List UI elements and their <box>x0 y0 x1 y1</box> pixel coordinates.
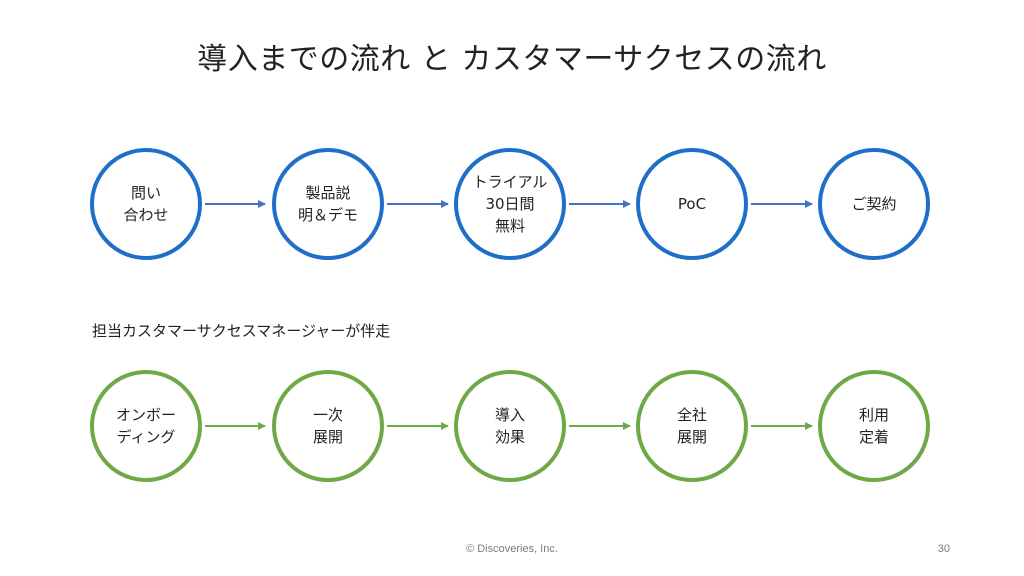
copyright-footer: © Discoveries, Inc. <box>466 543 558 555</box>
step-impact-label: 導入 効果 <box>494 406 525 446</box>
step-poc: PoC <box>636 148 748 260</box>
step-initial-rollout: 一次 展開 <box>272 370 384 482</box>
step-trial-label: トライアル 30日間 無料 <box>472 173 548 235</box>
step-contract-label: ご契約 <box>851 195 897 213</box>
step-demo: 製品説 明＆デモ <box>272 148 384 260</box>
step-contract: ご契約 <box>818 148 930 260</box>
step-onboarding: オンボー ディング <box>90 370 202 482</box>
csm-note: 担当カスタマーサクセスマネージャーが伴走 <box>92 322 391 340</box>
step-onboarding-label: オンボー ディング <box>115 406 176 446</box>
step-poc-label: PoC <box>677 195 707 213</box>
step-adoption-label: 利用 定着 <box>858 406 889 446</box>
step-company-rollout-label: 全社 展開 <box>676 406 707 446</box>
step-company-rollout: 全社 展開 <box>636 370 748 482</box>
step-trial: トライアル 30日間 無料 <box>454 148 566 260</box>
step-initial-rollout-label: 一次 展開 <box>312 406 343 446</box>
page-title: 導入までの流れ と カスタマーサクセスの流れ <box>197 42 827 77</box>
step-demo-label: 製品説 明＆デモ <box>297 184 358 224</box>
step-impact: 導入 効果 <box>454 370 566 482</box>
step-inquiry: 問い 合わせ <box>90 148 202 260</box>
step-inquiry-label: 問い 合わせ <box>123 184 169 224</box>
page-number: 30 <box>937 543 950 555</box>
step-adoption: 利用 定着 <box>818 370 930 482</box>
